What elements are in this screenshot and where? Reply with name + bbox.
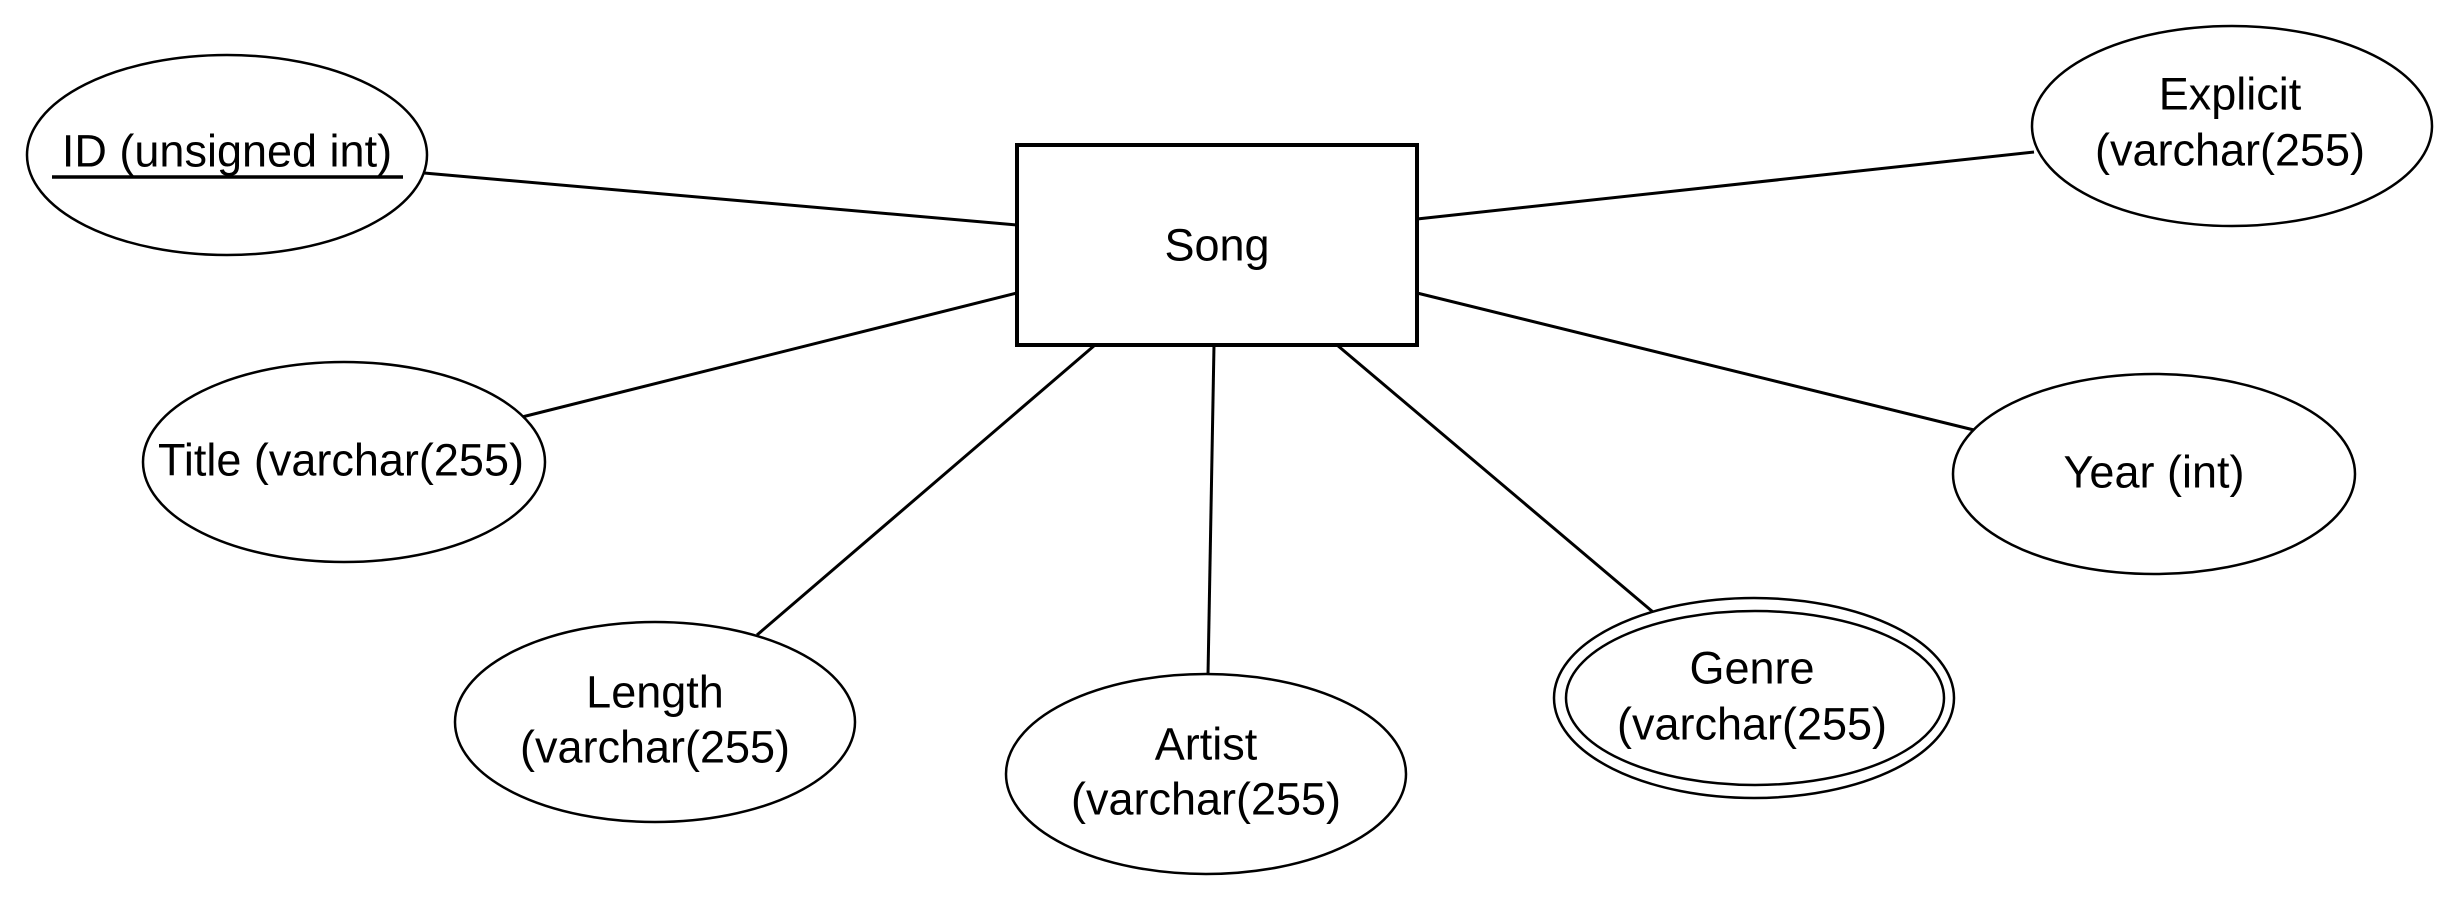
- attribute-ellipse[interactable]: [1951, 372, 2357, 576]
- connector-song-title: [521, 291, 1018, 419]
- attribute-label: Year (int): [2064, 447, 2245, 498]
- attribute-label-line1: Genre: [1689, 643, 1814, 694]
- attribute-label: Title (varchar(255): [158, 435, 524, 486]
- connector-song-artist: [1206, 344, 1216, 676]
- attribute-ellipse[interactable]: [1004, 672, 1408, 876]
- attribute-explicit[interactable]: Explicit (varchar(255): [2030, 24, 2434, 228]
- connector-song-length: [756, 343, 1096, 637]
- entity-label: Song: [1164, 220, 1269, 271]
- attribute-ellipse-inner: [1564, 609, 1946, 787]
- connector-song-year: [1416, 291, 1975, 432]
- attribute-label-line1: Artist: [1155, 719, 1258, 770]
- connector-song-explicit: [1416, 150, 2035, 221]
- attribute-genre[interactable]: Genre (varchar(255): [1552, 596, 1956, 800]
- attribute-label-line1: Explicit: [2159, 69, 2302, 120]
- attribute-year[interactable]: Year (int): [1951, 372, 2357, 576]
- attribute-label-line2: (varchar(255): [520, 722, 790, 773]
- attribute-title[interactable]: Title (varchar(255): [141, 360, 547, 564]
- attribute-label-key: ID (unsigned int): [62, 126, 392, 177]
- connectors: [423, 150, 2035, 676]
- attribute-id[interactable]: ID (unsigned int): [25, 53, 429, 257]
- entity-box[interactable]: [1015, 143, 1419, 347]
- entity-song[interactable]: Song: [1015, 143, 1419, 347]
- attribute-ellipse[interactable]: [25, 53, 429, 257]
- attribute-label-line2: (varchar(255): [2095, 125, 2365, 176]
- attribute-label-line2: (varchar(255): [1071, 774, 1341, 825]
- attribute-artist[interactable]: Artist (varchar(255): [1004, 672, 1408, 876]
- attribute-ellipse[interactable]: [141, 360, 547, 564]
- attribute-label-line1: Length: [586, 667, 724, 718]
- attribute-length[interactable]: Length (varchar(255): [453, 620, 857, 824]
- attribute-ellipse[interactable]: [453, 620, 857, 824]
- connector-song-genre: [1336, 343, 1654, 614]
- attribute-ellipse[interactable]: [2030, 24, 2434, 228]
- attribute-label-line2: (varchar(255): [1617, 699, 1887, 750]
- connector-song-id: [423, 171, 1018, 227]
